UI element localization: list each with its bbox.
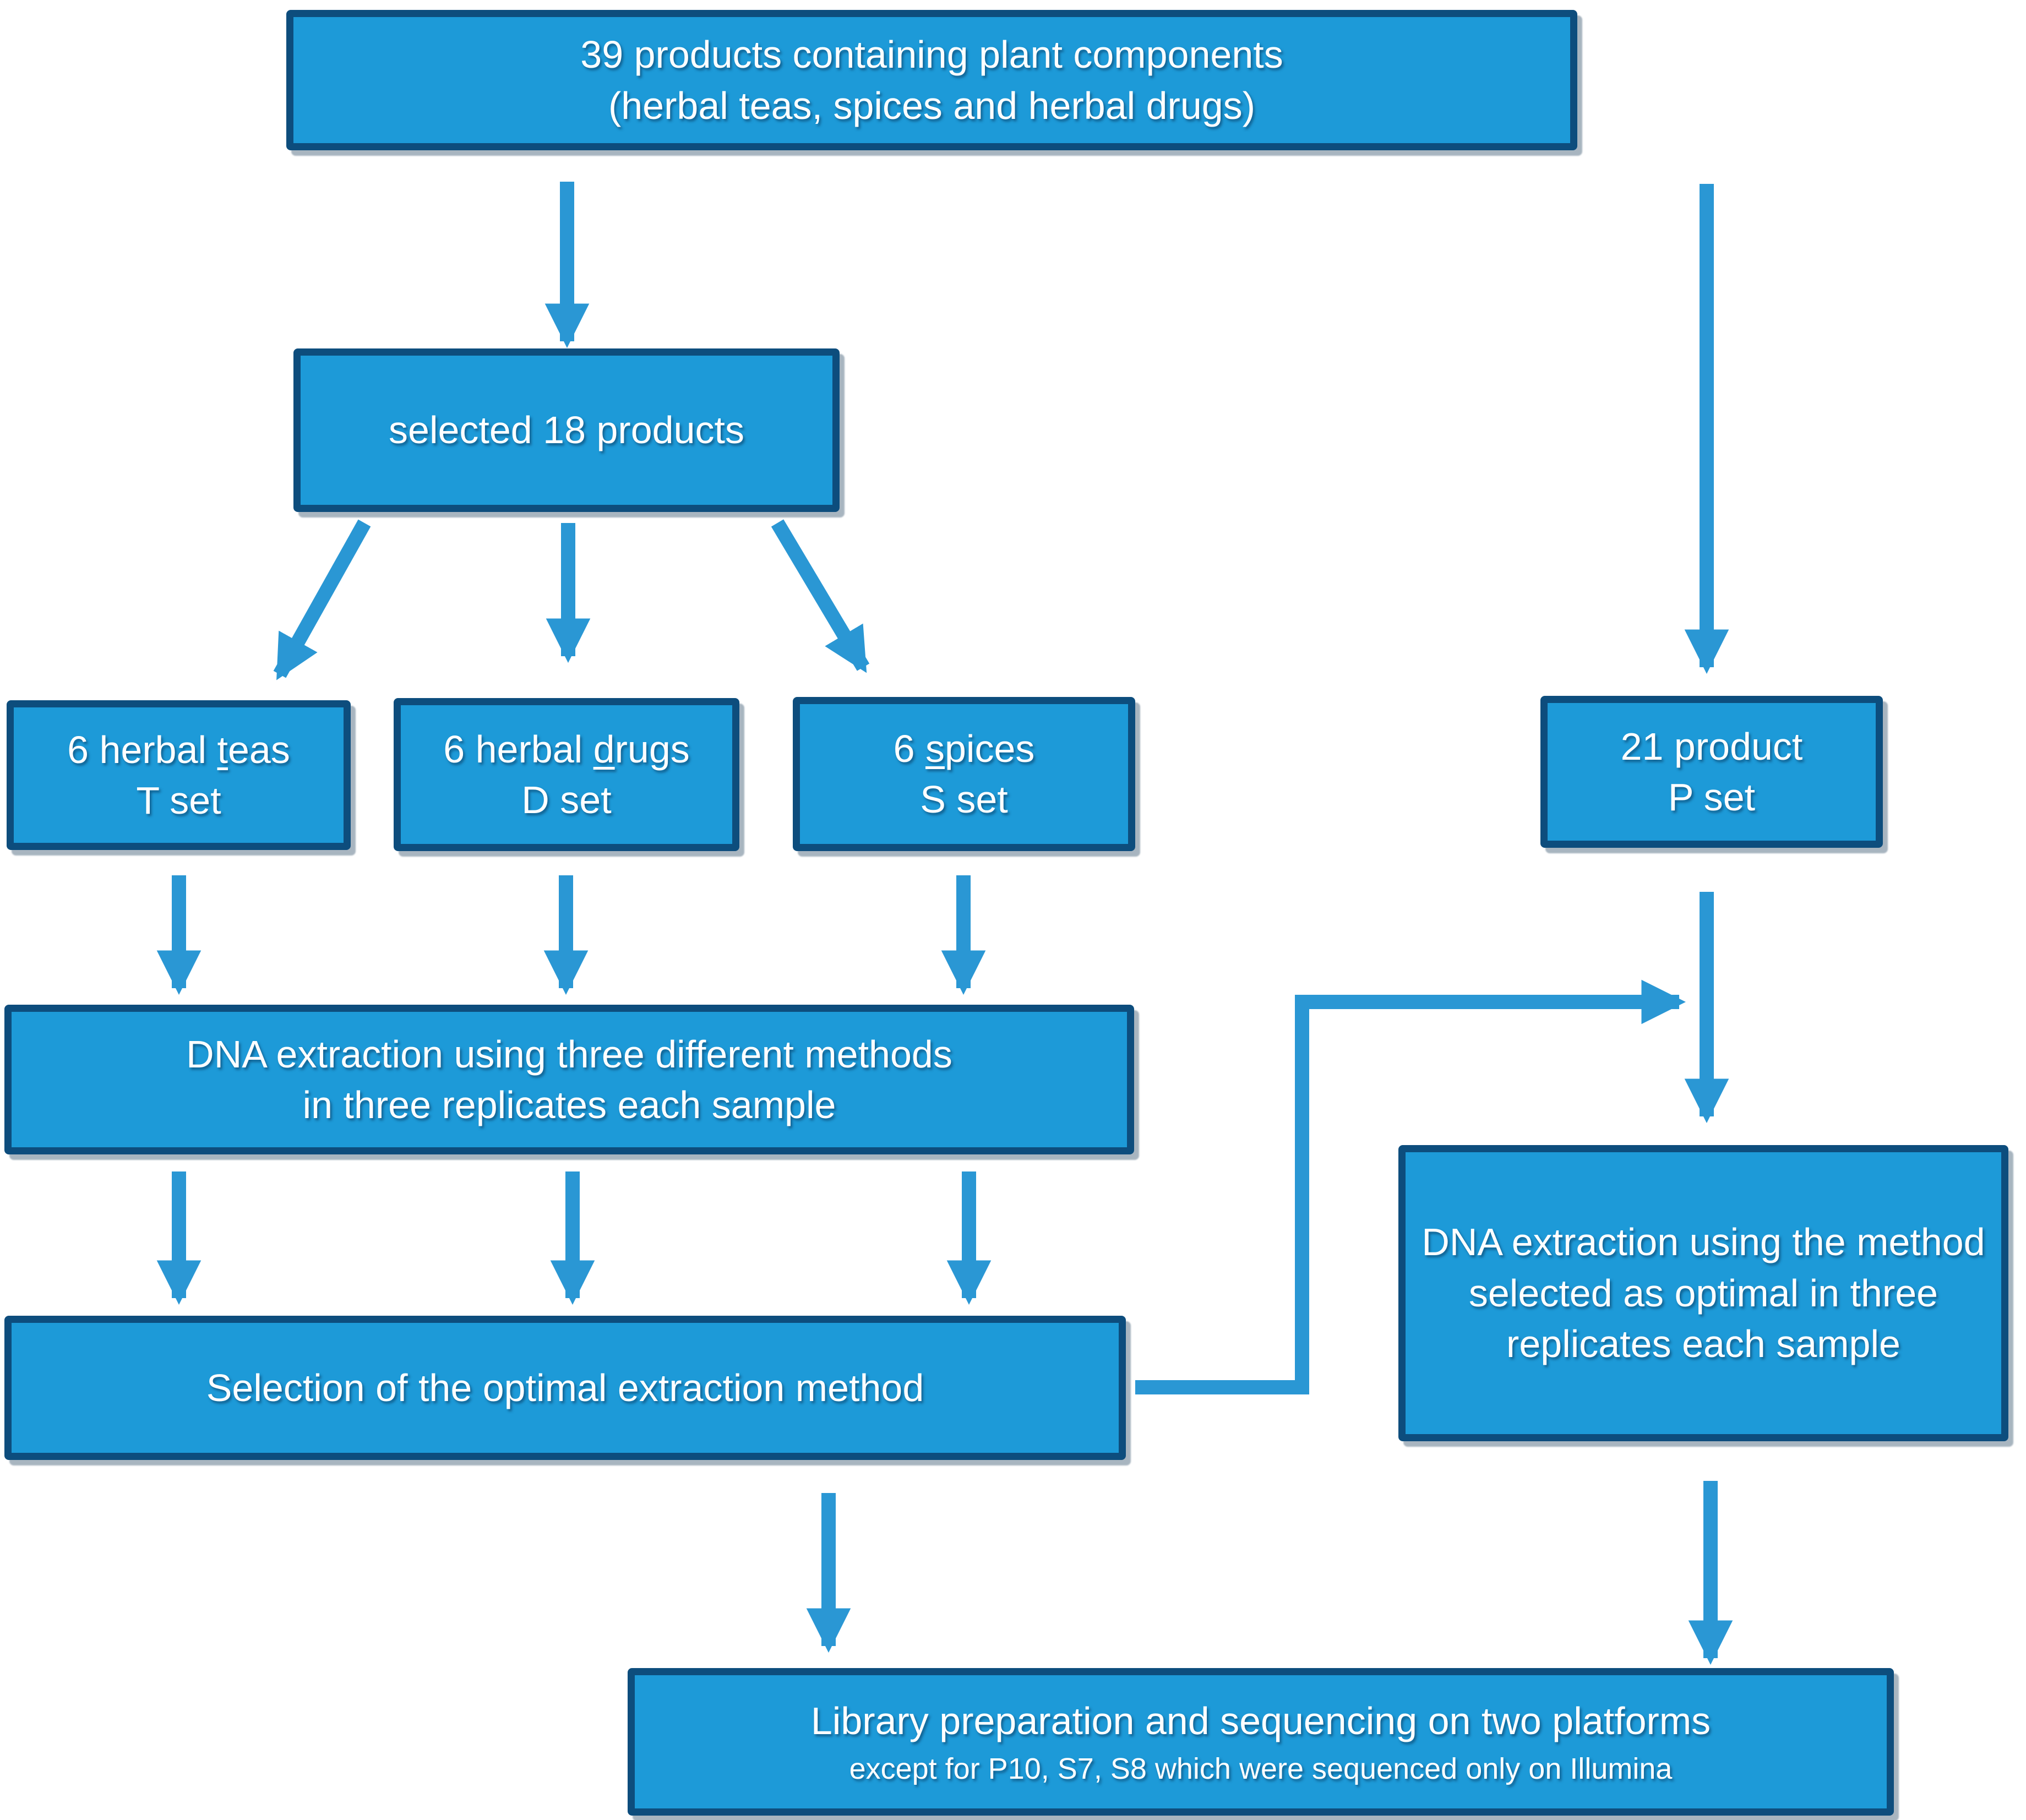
flow-node-39-products: 39 products containing plant components …	[286, 10, 1577, 150]
label-part: rugs	[614, 727, 690, 771]
node-text-line: (herbal teas, spices and herbal drugs)	[608, 84, 1256, 127]
flow-node-spices: 6 spices S set	[793, 697, 1135, 851]
label-part: 6	[893, 727, 925, 770]
node-text-line: 6 spices	[894, 723, 1035, 774]
node-text-line: Library preparation and sequencing on tw…	[810, 1699, 1711, 1742]
label-underlined-letter: d	[593, 727, 615, 771]
node-text-line: 21 product	[1620, 724, 1803, 768]
arrow-selected18-to-spices	[771, 519, 870, 673]
node-text-line: 6 herbal teas	[67, 724, 290, 775]
node-text-line: D set	[521, 778, 612, 821]
flow-node-herbal-drugs: 6 herbal drugs D set	[394, 698, 739, 851]
flow-node-p-set: 21 product P set	[1540, 696, 1883, 848]
label-part: 6 herbal	[67, 728, 217, 771]
flow-node-herbal-teas: 6 herbal teas T set	[7, 700, 351, 850]
flow-node-dna-extraction-three-methods: DNA extraction using three different met…	[4, 1005, 1134, 1154]
node-text-line: P set	[1668, 776, 1756, 819]
node-text-line: Selection of the optimal extraction meth…	[206, 1366, 924, 1409]
arrow-selection-to-dna-optimal-elbow	[1135, 979, 1686, 1394]
label-part: pices	[944, 727, 1035, 770]
flow-node-selection-optimal-method: Selection of the optimal extraction meth…	[4, 1316, 1126, 1460]
node-text-line: in three replicates each sample	[302, 1083, 836, 1126]
node-text-line: 39 products containing plant components	[580, 33, 1283, 77]
label-underlined-letter: t	[217, 728, 228, 771]
flow-node-dna-extraction-optimal-method: DNA extraction using the method selected…	[1398, 1145, 2008, 1441]
node-text-line: DNA extraction using the method selected…	[1422, 1220, 1985, 1366]
label-part: 6 herbal	[443, 727, 593, 771]
node-text-line: 6 herbal drugs	[443, 724, 690, 775]
node-text-line: S set	[920, 778, 1008, 821]
node-text-line: T set	[136, 779, 221, 822]
node-text-line: selected 18 products	[389, 408, 744, 452]
label-part: eas	[228, 728, 290, 771]
arrow-selected18-to-teas	[273, 519, 371, 680]
node-text-subline: except for P10, S7, S8 which were sequen…	[849, 1752, 1673, 1786]
flow-node-selected-18: selected 18 products	[293, 348, 840, 512]
node-text-line: DNA extraction using three different met…	[186, 1032, 952, 1076]
label-underlined-letter: s	[925, 727, 945, 770]
flow-node-library-sequencing: Library preparation and sequencing on tw…	[628, 1668, 1894, 1816]
